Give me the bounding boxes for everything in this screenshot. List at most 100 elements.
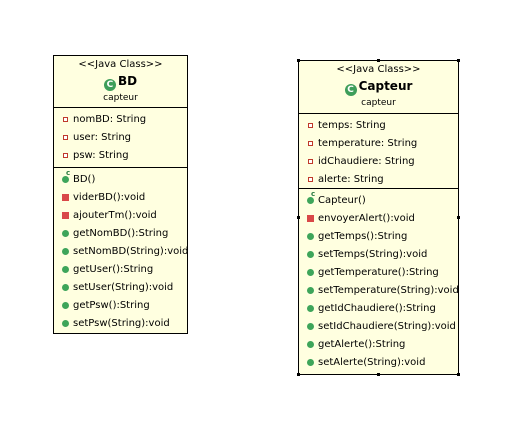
selection-handle-left[interactable] bbox=[297, 216, 300, 219]
public-method-icon bbox=[62, 248, 69, 255]
method-label: getTemps():String bbox=[318, 231, 408, 242]
class-stereotype: <<Java Class>> bbox=[336, 64, 421, 75]
selection-handle-top-right[interactable] bbox=[457, 59, 460, 62]
method-label: Capteur() bbox=[318, 195, 366, 206]
methods-section: BD() viderBD():void ajouterTm():void getNom… bbox=[54, 168, 189, 333]
method-label: getAlerte():String bbox=[318, 339, 406, 350]
attribute-row[interactable]: nomBD: String bbox=[54, 111, 187, 129]
method-row[interactable]: BD() bbox=[54, 170, 187, 189]
method-row[interactable]: getTemperature():String bbox=[299, 264, 458, 282]
methods-section: Capteur() envoyerAlert():void getTemps():S… bbox=[299, 189, 459, 372]
method-label: setPsw(String):void bbox=[73, 318, 170, 329]
method-label: getPsw():String bbox=[73, 300, 150, 311]
attribute-label: nomBD: String bbox=[73, 114, 147, 125]
method-row[interactable]: envoyerAlert():void bbox=[299, 210, 458, 228]
public-method-icon bbox=[62, 230, 69, 237]
method-row[interactable]: getUser():String bbox=[54, 261, 187, 279]
method-row[interactable]: Capteur() bbox=[299, 191, 458, 210]
private-field-icon bbox=[63, 117, 68, 122]
method-label: getNomBD():String bbox=[73, 228, 169, 239]
private-method-icon bbox=[62, 194, 69, 201]
method-row[interactable]: setPsw(String):void bbox=[54, 315, 187, 333]
method-label: getTemperature():String bbox=[318, 267, 439, 278]
method-row[interactable]: getIdChaudiere():String bbox=[299, 300, 458, 318]
attribute-row[interactable]: temperature: String bbox=[299, 135, 458, 153]
private-field-icon bbox=[308, 177, 313, 182]
method-row[interactable]: setTemperature(String):void bbox=[299, 282, 459, 300]
attribute-label: temps: String bbox=[318, 120, 386, 131]
private-field-icon bbox=[308, 123, 313, 128]
public-method-icon bbox=[307, 359, 314, 366]
private-field-icon bbox=[308, 141, 313, 146]
public-method-icon bbox=[307, 341, 314, 348]
method-row[interactable]: getTemps():String bbox=[299, 228, 458, 246]
class-name: BD bbox=[117, 74, 138, 88]
class-name: Capteur bbox=[358, 79, 413, 93]
public-method-icon bbox=[62, 320, 69, 327]
selection-handle-right[interactable] bbox=[457, 216, 460, 219]
method-label: BD() bbox=[73, 174, 96, 185]
selection-handle-bottom-right[interactable] bbox=[457, 373, 460, 376]
public-method-icon bbox=[62, 284, 69, 291]
class-stereotype: <<Java Class>> bbox=[78, 59, 163, 70]
method-label: setUser(String):void bbox=[73, 282, 174, 293]
public-method-icon bbox=[307, 233, 314, 240]
attribute-label: temperature: String bbox=[318, 138, 418, 149]
selection-handle-top-left[interactable] bbox=[297, 59, 300, 62]
private-method-icon bbox=[62, 212, 69, 219]
private-field-icon bbox=[63, 135, 68, 140]
public-method-icon bbox=[62, 302, 69, 309]
public-method-icon bbox=[62, 266, 69, 273]
constructor-icon bbox=[307, 191, 315, 204]
private-method-icon bbox=[307, 215, 314, 222]
selection-handle-bottom[interactable] bbox=[377, 373, 380, 376]
selection-handle-top[interactable] bbox=[377, 59, 380, 62]
java-class-icon: C bbox=[344, 84, 357, 96]
attribute-label: user: String bbox=[73, 132, 132, 143]
method-row[interactable]: viderBD():void bbox=[54, 189, 187, 207]
attribute-row[interactable]: idChaudiere: String bbox=[299, 153, 458, 171]
attribute-row[interactable]: user: String bbox=[54, 129, 187, 147]
method-row[interactable]: setIdChaudiere(String):void bbox=[299, 318, 458, 336]
class-package: capteur bbox=[361, 98, 396, 108]
method-row[interactable]: getAlerte():String bbox=[299, 336, 458, 354]
private-field-icon bbox=[63, 153, 68, 158]
attribute-label: psw: String bbox=[73, 150, 129, 161]
class-package: capteur bbox=[103, 93, 138, 103]
method-row[interactable]: setTemps(String):void bbox=[299, 246, 458, 264]
method-label: envoyerAlert():void bbox=[318, 213, 415, 224]
public-method-icon bbox=[307, 323, 314, 330]
method-row[interactable]: getPsw():String bbox=[54, 297, 187, 315]
method-row[interactable]: setNomBD(String):void bbox=[54, 243, 189, 261]
attribute-row[interactable]: temps: String bbox=[299, 117, 458, 135]
private-field-icon bbox=[308, 159, 313, 164]
method-row[interactable]: setAlerte(String):void bbox=[299, 354, 458, 372]
method-label: setAlerte(String):void bbox=[318, 357, 426, 368]
public-method-icon bbox=[307, 305, 314, 312]
attribute-label: alerte: String bbox=[318, 174, 384, 185]
selection-handle-bottom-left[interactable] bbox=[297, 373, 300, 376]
method-label: viderBD():void bbox=[73, 192, 146, 203]
method-row[interactable]: ajouterTm():void bbox=[54, 207, 187, 225]
method-row[interactable]: setUser(String):void bbox=[54, 279, 187, 297]
attribute-row[interactable]: alerte: String bbox=[299, 171, 458, 189]
method-label: setTemps(String):void bbox=[318, 249, 428, 260]
method-label: setTemperature(String):void bbox=[318, 285, 459, 296]
constructor-icon bbox=[62, 170, 70, 183]
java-class-icon: C bbox=[103, 79, 116, 91]
method-row[interactable]: getNomBD():String bbox=[54, 225, 187, 243]
method-label: ajouterTm():void bbox=[73, 210, 157, 221]
public-method-icon bbox=[307, 251, 314, 258]
public-method-icon bbox=[307, 269, 314, 276]
method-label: setIdChaudiere(String):void bbox=[318, 321, 456, 332]
method-label: setNomBD(String):void bbox=[73, 246, 189, 257]
method-label: getUser():String bbox=[73, 264, 154, 275]
attribute-row[interactable]: psw: String bbox=[54, 147, 187, 165]
attributes-section: nomBD: String user: String psw: String bbox=[54, 108, 187, 168]
